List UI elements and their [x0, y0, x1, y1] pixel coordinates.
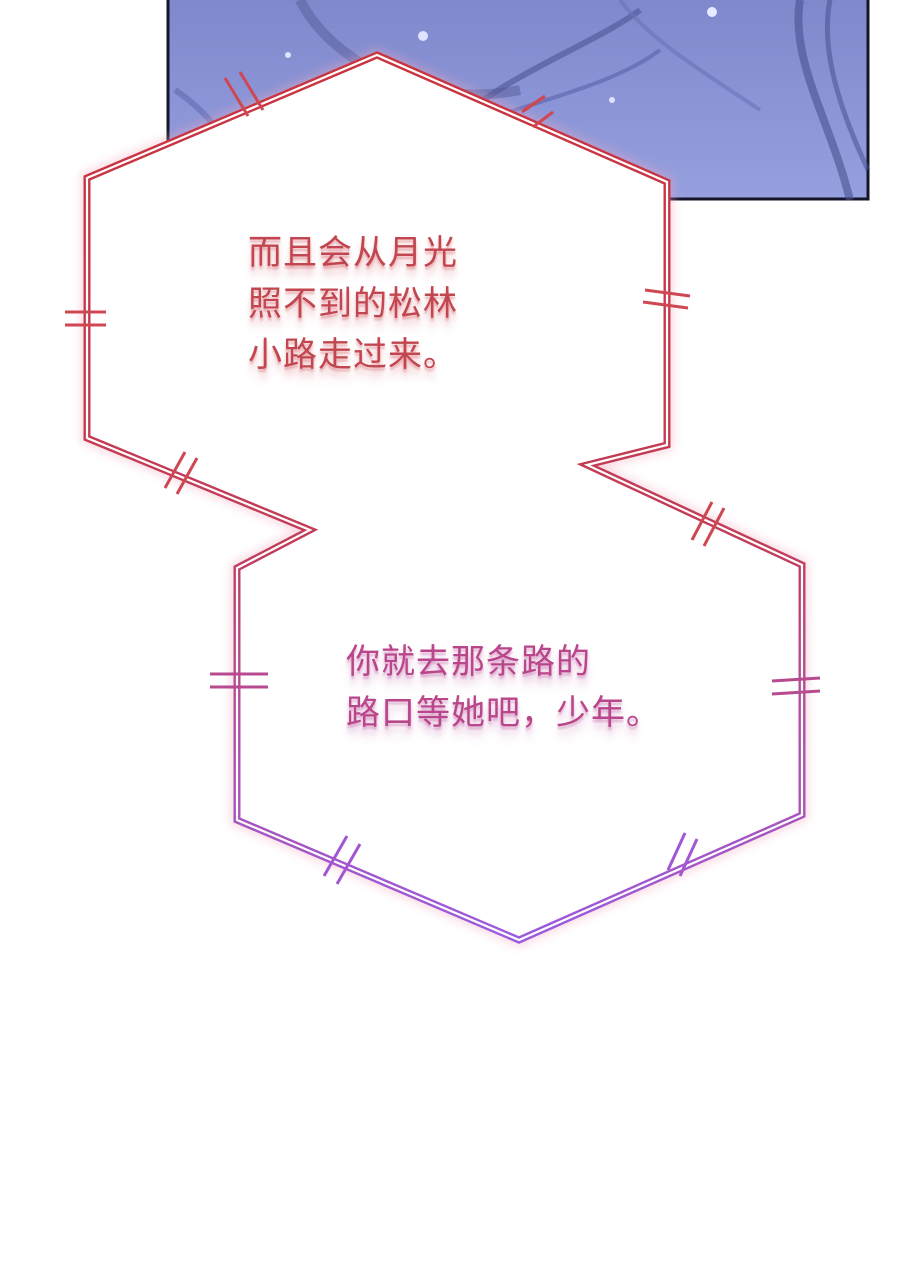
snow-particle	[418, 31, 428, 41]
speech-bubble	[65, 48, 821, 947]
hair-strand	[618, 0, 762, 112]
bubble-bottom-text: 你就去那条路的 路口等她吧，少年。	[346, 637, 661, 739]
snow-particle	[285, 52, 291, 58]
bubble-top-line-1: 而且会从月光	[248, 233, 458, 273]
hair-strand	[499, 48, 662, 117]
bubble-outline-inner	[85, 53, 804, 942]
bubble-top-line-3: 小路走过来。	[248, 335, 458, 375]
hair-strand	[824, 0, 871, 172]
snow-particle	[707, 7, 717, 17]
bubble-top-text: 而且会从月光 照不到的松林 小路走过来。	[248, 228, 458, 381]
hair-strand	[468, 7, 642, 113]
hair-strand	[794, 0, 854, 201]
outline-tick-marks	[65, 71, 821, 885]
snow-particle	[609, 97, 615, 103]
bubble-bottom-line-1: 你就去那条路的	[346, 642, 591, 682]
bubble-bottom-line-2: 路口等她吧，少年。	[346, 693, 661, 733]
bubble-top-line-2: 照不到的松林	[248, 284, 458, 324]
